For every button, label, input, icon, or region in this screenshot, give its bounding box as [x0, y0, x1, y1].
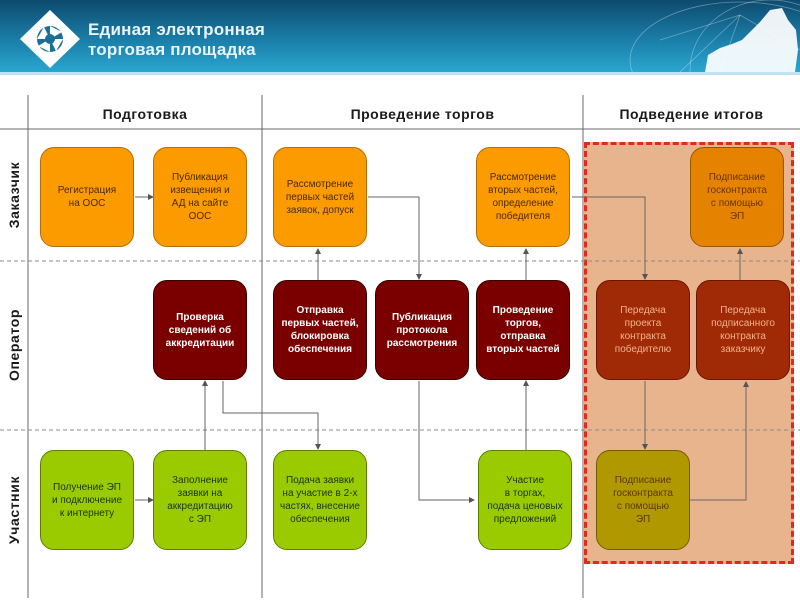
box-customer-review-second-parts[interactable]: Рассмотрение вторых частей, определение … [476, 147, 570, 247]
box-label: Отправка первых частей, блокировка обесп… [281, 305, 359, 355]
box-participant-bidding[interactable]: Участие в торгах, подача ценовых предлож… [478, 450, 572, 550]
box-label: Рассмотрение вторых частей, определение … [488, 172, 558, 222]
box-label: Публикация извещения и АД на сайте ООС [170, 172, 230, 222]
box-participant-sign-contract[interactable]: Подписание госконтракта с помощью ЭП [596, 450, 690, 550]
box-participant-get-signature[interactable]: Получение ЭП и подключение к интернету [40, 450, 134, 550]
box-operator-send-first-parts[interactable]: Отправка первых частей, блокировка обесп… [273, 280, 367, 380]
lane-operator: Оператор [6, 308, 22, 382]
box-participant-fill-accreditation[interactable]: Заполнение заявки на аккредитацию с ЭП [153, 450, 247, 550]
phase-bidding: Проведение торгов [350, 106, 495, 122]
box-label: Регистрация на ООС [57, 185, 117, 209]
connector-c3-o3 [368, 196, 422, 280]
phase-results: Подведение итогов [619, 106, 764, 122]
box-customer-sign-contract[interactable]: Подписание госконтракта с помощью ЭП [690, 147, 784, 247]
box-label: Получение ЭП и подключение к интернету [52, 481, 122, 519]
logo-icon [20, 10, 80, 68]
brand-title: Единая электронная торговая площадка [88, 20, 265, 60]
box-label: Подача заявки на участие в 2-х частях, в… [280, 475, 360, 525]
connector-o1-p3 [222, 381, 321, 450]
box-label: Подписание госконтракта с помощью ЭП [613, 475, 673, 525]
box-customer-review-first-parts[interactable]: Рассмотрение первых частей заявок, допус… [273, 147, 367, 247]
box-label: Публикация протокола рассмотрения [386, 311, 458, 349]
box-label: Заполнение заявки на аккредитацию с ЭП [167, 475, 233, 525]
box-label: Проведение торгов, отправка вторых часте… [486, 305, 560, 355]
connector-c4-o5 [572, 196, 648, 280]
box-operator-conduct-auction[interactable]: Проведение торгов, отправка вторых часте… [476, 280, 570, 380]
header-divider [0, 72, 800, 75]
box-customer-publish-notice[interactable]: Публикация извещения и АД на сайте ООС [153, 147, 247, 247]
phase-preparation: Подготовка [102, 106, 188, 122]
box-label: Подписание госконтракта с помощью ЭП [707, 172, 767, 222]
globe-map-icon [629, 0, 800, 72]
header-banner: Единая электронная торговая площадка [0, 0, 800, 72]
box-operator-send-signed-contract[interactable]: Передача подписанного контракта заказчик… [696, 280, 790, 380]
box-operator-publish-protocol[interactable]: Публикация протокола рассмотрения [375, 280, 469, 380]
box-label: Проверка сведений об аккредитации [165, 311, 235, 349]
box-operator-check-accreditation[interactable]: Проверка сведений об аккредитации [153, 280, 247, 380]
box-operator-send-draft-contract[interactable]: Передача проекта контракта победителю [596, 280, 690, 380]
box-customer-registration[interactable]: Регистрация на ООС [40, 147, 134, 247]
box-label: Передача подписанного контракта заказчик… [711, 305, 775, 355]
box-label: Рассмотрение первых частей заявок, допус… [285, 178, 355, 216]
lane-participant: Участник [6, 475, 22, 545]
brand-line-1: Единая электронная [88, 20, 266, 39]
box-label: Участие в торгах, подача ценовых предлож… [487, 475, 563, 525]
brand-line-2: торговая площадка [88, 40, 256, 59]
connector-o3-p4 [418, 381, 475, 503]
box-participant-submit-application[interactable]: Подача заявки на участие в 2-х частях, в… [273, 450, 367, 550]
box-label: Передача проекта контракта победителю [614, 305, 672, 355]
lane-customer: Заказчик [6, 161, 22, 229]
connector-p5-o6 [690, 381, 749, 501]
